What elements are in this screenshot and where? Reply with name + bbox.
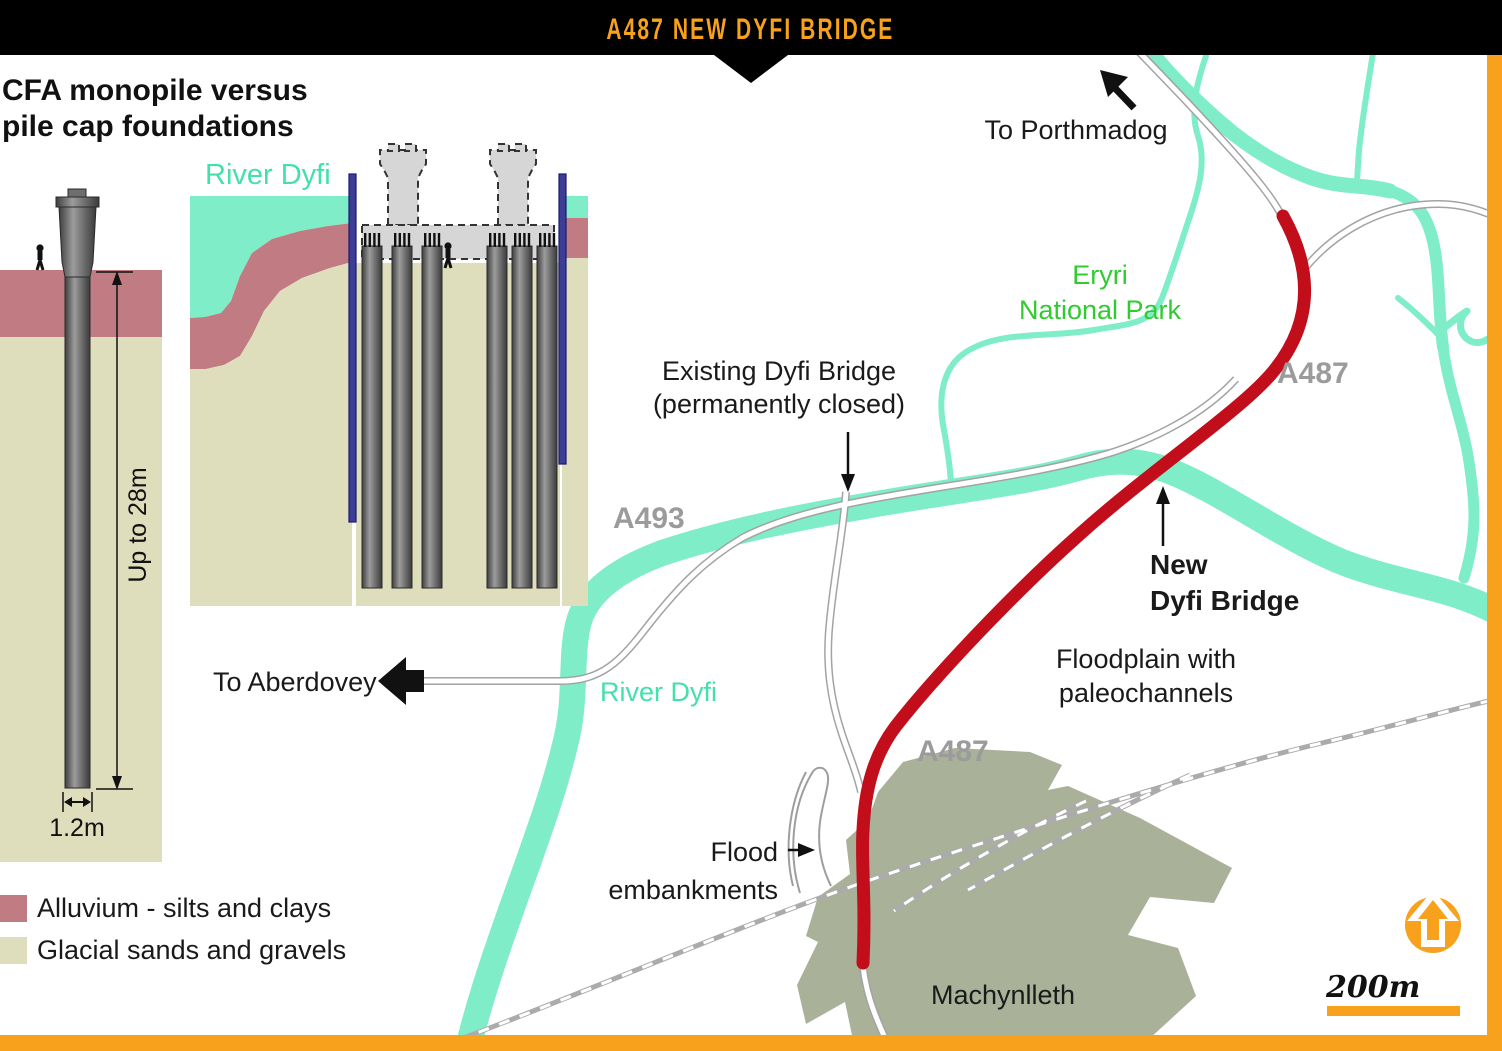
label-a487-south: A487: [917, 735, 989, 768]
diameter-dimension: [62, 792, 93, 812]
roads: [420, 47, 1491, 1042]
legend-label-alluvium: Alluvium - silts and clays: [37, 893, 331, 923]
river-channel-right: [1437, 341, 1480, 584]
sheet-pile-left: [348, 173, 357, 523]
river-branch-northeast: [1144, 45, 1398, 199]
scale-bar: 200m: [1325, 970, 1460, 1016]
label-floodplain-2: paleochannels: [1059, 678, 1233, 708]
depth-label: Up to 28m: [124, 467, 152, 582]
depth-dimension: [96, 271, 133, 790]
person-scale-figure: [36, 244, 43, 270]
map-annotations: To Porthmadog Eryri National Park Existi…: [213, 70, 1349, 1010]
title-banner: A487 NEW DYFI BRIDGE: [0, 0, 1502, 83]
river-dyfi-main: [457, 448, 1502, 1051]
label-river-dyfi-inset: River Dyfi: [205, 159, 331, 191]
bridge-piers: [379, 143, 537, 226]
scale-label: 200m: [1325, 970, 1420, 1005]
map-area: To Porthmadog Eryri National Park Existi…: [213, 45, 1502, 1051]
banner-background: [0, 0, 1502, 55]
river-branch-east: [1384, 185, 1449, 353]
inset-heading-2: pile cap foundations: [2, 110, 294, 143]
porthmadog-arrow-icon: [1100, 70, 1137, 111]
label-eryri-1: Eryri: [1072, 260, 1128, 290]
logo-up-arrow-inner: [1418, 900, 1448, 940]
existing-bridge-arrow-icon: [841, 432, 855, 492]
aberdovey-arrow-icon: [378, 657, 424, 705]
label-eryri-2: National Park: [1019, 295, 1182, 325]
label-flood-2: embankments: [608, 875, 778, 905]
town-machynlleth: [797, 748, 1232, 1040]
label-new-bridge-1: New: [1150, 549, 1208, 580]
label-existing-bridge-2: (permanently closed): [653, 389, 905, 419]
right-border: [1487, 50, 1502, 1051]
legend-swatch-alluvium: [0, 895, 27, 922]
inset-heading-1: CFA monopile versus: [2, 74, 308, 107]
diameter-label: 1.2m: [49, 814, 105, 842]
stream-fork-b: [1433, 307, 1492, 347]
label-river-dyfi-map: River Dyfi: [600, 677, 717, 707]
new-a487-route: [856, 209, 1311, 970]
label-existing-bridge-1: Existing Dyfi Bridge: [662, 356, 896, 386]
pile-group: [361, 245, 558, 589]
monopile-diagram: Up to 28m 1.2m: [0, 188, 162, 862]
label-a493: A493: [613, 502, 685, 535]
label-new-bridge-2: Dyfi Bridge: [1150, 585, 1299, 616]
flood-embankment-outline: [787, 766, 832, 894]
stream-meander: [938, 53, 1209, 487]
railway-lines: [457, 695, 1502, 1043]
legend: Alluvium - silts and clays Glacial sands…: [0, 893, 346, 965]
scale-bar-rect: [1327, 1006, 1460, 1016]
stream-north: [1354, 50, 1376, 184]
pilecap-water-right: [562, 196, 588, 218]
pilecap-alluvium-left: [190, 223, 352, 369]
label-flood-1: Flood: [710, 837, 778, 867]
bottom-border: [0, 1035, 1502, 1051]
pilecap-glacial-left: [190, 262, 352, 606]
sheet-pile-right: [558, 173, 567, 465]
label-a487-north: A487: [1277, 357, 1349, 390]
flood-arrow-icon: [788, 843, 815, 857]
stream-fork-a: [1395, 295, 1440, 336]
legend-label-glacial: Glacial sands and gravels: [37, 935, 346, 965]
pilecap-water-left: [190, 196, 352, 318]
road-east-loop: [1298, 200, 1491, 275]
label-machynlleth: Machynlleth: [931, 980, 1075, 1010]
banner-pointer-triangle: [714, 55, 788, 83]
label-to-porthmadog: To Porthmadog: [984, 115, 1167, 145]
monopile: [55, 188, 100, 789]
pilecap-diagram: River Dyfi: [190, 143, 588, 606]
label-to-aberdovey: To Aberdovey: [213, 667, 377, 697]
legend-swatch-glacial: [0, 937, 27, 964]
banner-title: A487 NEW DYFI BRIDGE: [606, 14, 894, 46]
label-floodplain-1: Floodplain with: [1056, 644, 1236, 674]
new-bridge-arrow-icon: [1156, 486, 1170, 546]
publisher-logo: [1405, 890, 1461, 953]
